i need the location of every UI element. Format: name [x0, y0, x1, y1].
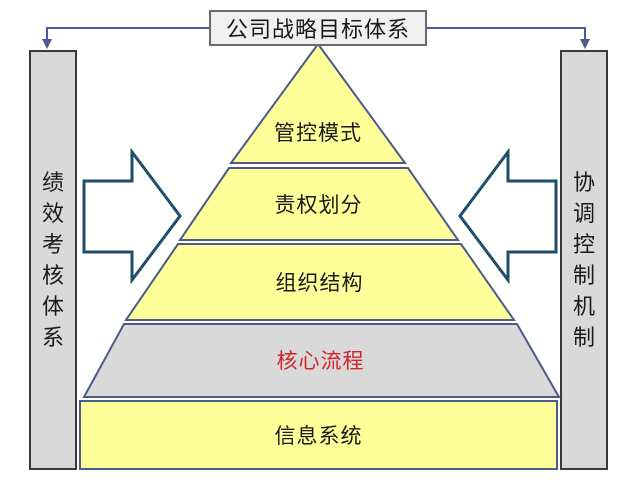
layer-management-mode — [229, 42, 407, 164]
right-big-arrow — [458, 147, 558, 285]
layer-label-information-system: 信息系统 — [274, 424, 363, 448]
layer-organization-structure — [124, 243, 516, 321]
right-pillar-box — [560, 50, 608, 470]
left-connector-arrow — [42, 27, 209, 49]
left-pillar-box — [29, 50, 77, 470]
left-big-arrow — [82, 147, 182, 285]
layer-core-process — [82, 323, 561, 398]
layer-information-system — [79, 400, 558, 470]
right-pillar-label: 协调控制机制 — [572, 171, 595, 351]
layer-label-core-process: 核心流程 — [276, 349, 365, 373]
right-connector-arrow — [427, 27, 590, 49]
layer-label-responsibility-division: 责权划分 — [274, 193, 363, 217]
layer-label-management-mode: 管控模式 — [274, 121, 362, 145]
layer-label-organization-structure: 组织结构 — [275, 271, 364, 295]
layer-responsibility-division — [178, 167, 460, 241]
left-pillar-label: 绩效考核体系 — [41, 171, 64, 351]
strategy-title: 公司战略目标体系 — [209, 10, 427, 46]
